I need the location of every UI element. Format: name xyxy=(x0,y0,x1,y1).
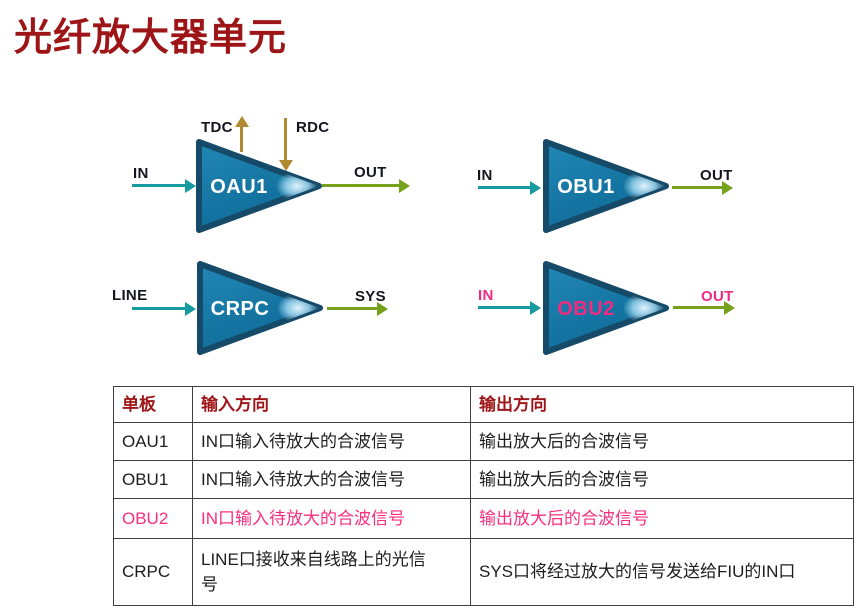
input-cell: IN口输入待放大的合波信号 xyxy=(192,422,471,461)
amp-triangle-shape xyxy=(196,139,322,233)
output-cell: 输出放大后的合波信号 xyxy=(470,422,854,461)
tdc-up-arrow-icon xyxy=(240,127,243,152)
oau1-output-arrow-icon xyxy=(322,184,399,187)
obu1-amp-label: OBU1 xyxy=(557,176,615,198)
board-cell: CRPC xyxy=(113,538,193,606)
input-cell-text: IN口输入待放大的合波信号 xyxy=(201,470,405,490)
table-header-row: 单板 输入方向 输出方向 xyxy=(113,386,854,423)
page-title: 光纤放大器单元 xyxy=(14,17,288,59)
amp-triangle-shape xyxy=(543,139,669,233)
rdc-port-label: RDC xyxy=(296,119,330,136)
table-row-crpc: CRPC LINE口接收来自线路上的光信号 SYS口将经过放大的信号发送给FIU… xyxy=(113,538,854,606)
obu1-out-port-label: OUT xyxy=(700,167,733,184)
port-direction-table: 单板 输入方向 输出方向 OAU1 IN口输入待放大的合波信号 输出放大后的合波… xyxy=(113,386,854,606)
output-cell: 输出放大后的合波信号 xyxy=(470,498,854,539)
obu2-output-arrow-icon xyxy=(673,306,724,309)
crpc-amplifier-triangle: CRPC xyxy=(197,261,323,355)
amp-triangle-shape xyxy=(197,261,323,355)
oau1-input-arrow-icon xyxy=(132,184,185,187)
board-cell: OAU1 xyxy=(113,422,193,461)
crpc-output-arrow-icon xyxy=(327,307,377,310)
table-row-obu1: OBU1 IN口输入待放大的合波信号 输出放大后的合波信号 xyxy=(113,460,854,499)
board-cell: OBU2 xyxy=(113,498,193,539)
obu2-in-port-label: IN xyxy=(478,287,494,304)
input-cell: IN口输入待放大的合波信号 xyxy=(192,460,471,499)
tdc-port-label: TDC xyxy=(201,119,233,136)
oau1-in-port-label: IN xyxy=(133,165,149,182)
column-header-output: 输出方向 xyxy=(470,386,854,423)
crpc-line-port-label: LINE xyxy=(112,287,148,304)
output-cell: 输出放大后的合波信号 xyxy=(470,460,854,499)
obu2-amp-label: OBU2 xyxy=(557,298,615,320)
input-cell-text: IN口输入待放大的合波信号 xyxy=(201,509,405,529)
obu2-out-port-label: OUT xyxy=(701,288,734,305)
column-header-board: 单板 xyxy=(113,386,193,423)
board-cell: OBU1 xyxy=(113,460,193,499)
column-header-input: 输入方向 xyxy=(192,386,471,423)
input-cell-text: LINE口接收来自线路上的光信号 xyxy=(201,549,426,595)
obu1-output-arrow-icon xyxy=(672,186,722,189)
obu1-amplifier-triangle: OBU1 xyxy=(543,139,669,233)
oau1-out-port-label: OUT xyxy=(354,164,387,181)
obu1-in-port-label: IN xyxy=(477,167,493,184)
rdc-down-arrow-icon xyxy=(284,118,287,160)
crpc-sys-port-label: SYS xyxy=(355,288,386,305)
table-row-oau1: OAU1 IN口输入待放大的合波信号 输出放大后的合波信号 xyxy=(113,422,854,461)
amp-triangle-shape xyxy=(543,261,669,355)
oau1-amplifier-triangle: OAU1 xyxy=(196,139,322,233)
oau1-amp-label: OAU1 xyxy=(210,176,268,198)
input-cell: LINE口接收来自线路上的光信号 xyxy=(192,538,471,606)
input-cell-text: IN口输入待放大的合波信号 xyxy=(201,432,405,452)
obu2-amplifier-triangle: OBU2 xyxy=(543,261,669,355)
input-cell: IN口输入待放大的合波信号 xyxy=(192,498,471,539)
crpc-input-arrow-icon xyxy=(132,307,185,310)
crpc-amp-label: CRPC xyxy=(211,298,270,320)
table-row-obu2: OBU2 IN口输入待放大的合波信号 输出放大后的合波信号 xyxy=(113,498,854,539)
obu2-input-arrow-icon xyxy=(478,306,530,309)
output-cell: SYS口将经过放大的信号发送给FIU的IN口 xyxy=(470,538,854,606)
obu1-input-arrow-icon xyxy=(478,186,530,189)
